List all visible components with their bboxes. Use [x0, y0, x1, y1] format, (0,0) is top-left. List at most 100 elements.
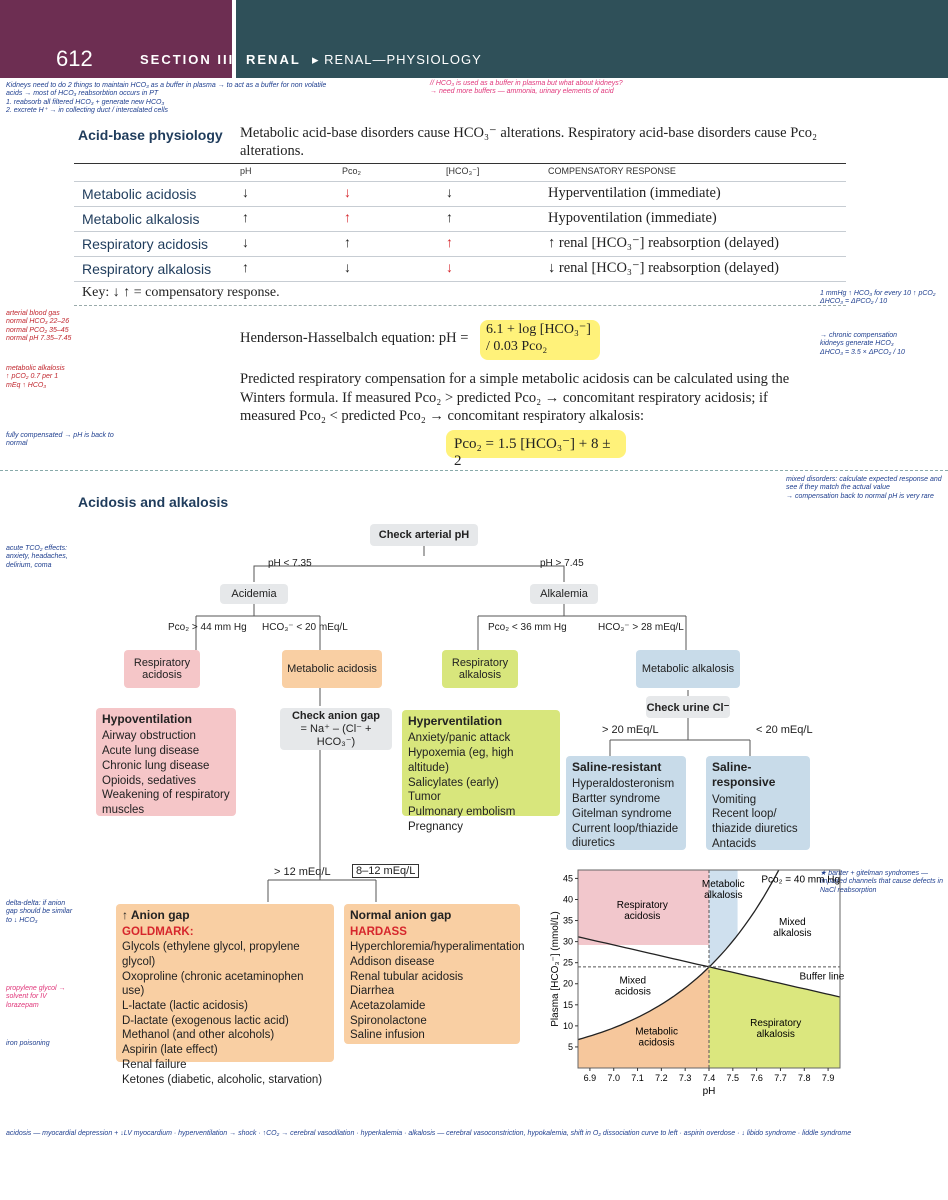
list-item: Addison disease — [350, 955, 435, 968]
list-item: Renal failure — [122, 1058, 187, 1071]
pco2-arrow: ↑ — [344, 236, 351, 251]
region-metabolic-acidosis — [578, 966, 709, 1068]
ph-low-label: pH < 7.35 — [268, 558, 312, 569]
saline-resistant-panel: Saline-resistant Hyperaldosteronism Bart… — [566, 756, 686, 850]
section-label: SECTION III — [140, 52, 235, 67]
response-text: Hyperventilation (immediate) — [548, 185, 721, 201]
section-divider — [0, 470, 948, 471]
normal-anion-gap-panel: Normal anion gap HARDASS Hyperchloremia/… — [344, 904, 525, 1044]
handwritten-note: ★ bartter + gitelman syndromes — impaire… — [820, 870, 943, 894]
table-top-rule — [74, 163, 846, 164]
hco3-28-label: HCO₃⁻ > 28 mEq/L — [598, 622, 684, 633]
page-number: 612 — [56, 46, 93, 71]
list-item: Saline infusion — [350, 1029, 425, 1042]
respiratory-alkalosis-box: Respiratory alkalosis — [442, 650, 518, 688]
list-item: Diarrhea — [350, 985, 395, 998]
response-text: ↑ renal [HCO₃⁻] reabsorption (delayed) — [548, 235, 779, 251]
winters-text: Predicted respiratory compensation for a… — [240, 371, 790, 425]
y-tick-label: 15 — [563, 1000, 573, 1010]
y-tick-label: 5 — [568, 1042, 573, 1052]
saline-responsive-panel: Saline-responsive Vomiting Recent loop/ … — [706, 756, 810, 850]
metabolic-acidosis-box: Metabolic acidosis — [282, 650, 382, 688]
handwritten-note: delta-delta: if anion gap should be simi… — [6, 900, 73, 924]
col-pco2: Pco₂ — [342, 166, 362, 176]
y-tick-label: 45 — [563, 873, 573, 883]
x-tick-label: 6.9 — [584, 1073, 597, 1083]
normal-range-label: 8–12 mEq/L — [352, 864, 420, 878]
pco2-arrow: ↓ — [344, 186, 351, 201]
list-item: Ketones (diabetic, alcoholic, starvation… — [122, 1073, 323, 1086]
list-item: Hyperaldosteronism — [572, 778, 675, 791]
list-item: Gitelman syndrome — [572, 807, 672, 820]
list-item: Glycols (ethylene glycol, propylene glyc… — [122, 941, 300, 968]
y-tick-label: 25 — [563, 958, 573, 968]
goldmark-mnemonic: GOLDMARK: — [122, 926, 194, 939]
x-tick-label: 7.6 — [750, 1073, 763, 1083]
check-urine-cl-box: Check urine Cl⁻ — [646, 696, 730, 718]
handwritten-note: mixed disorders: calculate expected resp… — [786, 476, 942, 500]
hypoventilation-title: Hypoventilation — [102, 712, 193, 726]
anion-gap-title: Check anion gap — [291, 710, 381, 722]
handwritten-note: acidosis — myocardial depression + ↓LV m… — [6, 1130, 852, 1137]
row-label: Metabolic acidosis — [82, 186, 197, 202]
x-tick-label: 7.5 — [727, 1073, 740, 1083]
hyperventilation-title: Hyperventilation — [408, 714, 503, 728]
check-anion-gap-box: Check anion gap = Na⁺ – (Cl⁻ + HCO₃⁻) — [280, 708, 392, 750]
region-respiratory-acidosis — [578, 870, 709, 945]
y-tick-label: 30 — [563, 937, 573, 947]
table-row: Metabolic alkalosis ↑ ↑ ↑ Hypoventilatio… — [74, 206, 846, 231]
y-axis-label: Plasma [HCO₃⁻] (mmol/L) — [550, 911, 561, 1026]
gt20-label: > 20 mEq/L — [602, 724, 659, 736]
list-item: Hyperchloremia/hyperalimentation — [350, 941, 525, 954]
pco2-44-label: Pco₂ > 44 mm Hg — [168, 622, 247, 633]
x-tick-label: 7.1 — [631, 1073, 644, 1083]
x-tick-label: 7.3 — [679, 1073, 692, 1083]
ph-high-label: pH > 7.45 — [540, 558, 584, 569]
list-item: Spironolactone — [350, 1014, 427, 1027]
hh-equation: 6.1 + log [HCO₃⁻] / 0.03 Pco₂ — [480, 320, 600, 360]
list-item: L-lactate (lactic acidosis) — [122, 999, 248, 1012]
y-tick-label: 20 — [563, 979, 573, 989]
isobar-label: Pco₂ = 40 mm Hg — [761, 875, 840, 886]
list-item: Airway obstruction — [102, 730, 196, 743]
x-tick-label: 7.4 — [703, 1073, 716, 1083]
list-item: Chronic lung disease — [102, 759, 210, 772]
list-item: Aspirin (late effect) — [122, 1044, 218, 1057]
region-respiratory-alkalosis — [709, 966, 840, 1068]
pco2-arrow: ↓ — [344, 261, 351, 276]
table-key: Key: ↓ ↑ = compensatory response. — [82, 285, 280, 300]
subchapter-label: ▸ RENAL—PHYSIOLOGY — [312, 52, 482, 67]
hh-label: Henderson-Hasselbalch equation: pH = — [240, 330, 469, 346]
divider — [74, 305, 846, 306]
list-item: Tumor — [408, 791, 441, 804]
section-title-acid-base: Acid-base physiology — [78, 127, 223, 143]
x-tick-label: 7.2 — [655, 1073, 668, 1083]
list-item: Pulmonary embolism — [408, 805, 516, 818]
list-item: Weakening of respiratory muscles — [102, 789, 230, 816]
winters-equation: Pco₂ = 1.5 [HCO₃⁻] + 8 ± 2 — [446, 430, 626, 469]
list-item: Opioids, sedatives — [102, 774, 196, 787]
list-item: Pregnancy — [408, 820, 463, 833]
row-label: Respiratory acidosis — [82, 236, 209, 252]
list-item: Anxiety/panic attack — [408, 732, 511, 745]
y-tick-label: 35 — [563, 916, 573, 926]
high-anion-gap-panel: ↑ Anion gap GOLDMARK: Glycols (ethylene … — [116, 904, 334, 1086]
page-header: 612 SECTION III RENAL ▸ RENAL—PHYSIOLOGY — [0, 0, 948, 78]
row-label: Metabolic alkalosis — [82, 211, 200, 227]
hco3-20-label: HCO₃⁻ < 20 mEq/L — [262, 622, 348, 633]
list-item: Hypoxemia (eg, high altitude) — [408, 747, 514, 774]
metabolic-alkalosis-box: Metabolic alkalosis — [636, 650, 740, 688]
normal-ag-title: Normal anion gap — [350, 908, 452, 922]
gt12-label: > 12 mEq/L — [274, 866, 331, 878]
response-text: ↓ renal [HCO₃⁻] reabsorption (delayed) — [548, 260, 779, 276]
handwritten-note: // HCO₃ is used as a buffer in plasma bu… — [430, 80, 623, 96]
list-item: Renal tubular acidosis — [350, 970, 464, 983]
list-item: Current loop/thiazide diuretics — [572, 822, 679, 850]
ph-arrow: ↓ — [242, 236, 249, 251]
table-row: Metabolic acidosis ↓ ↓ ↓ Hyperventilatio… — [74, 181, 846, 206]
